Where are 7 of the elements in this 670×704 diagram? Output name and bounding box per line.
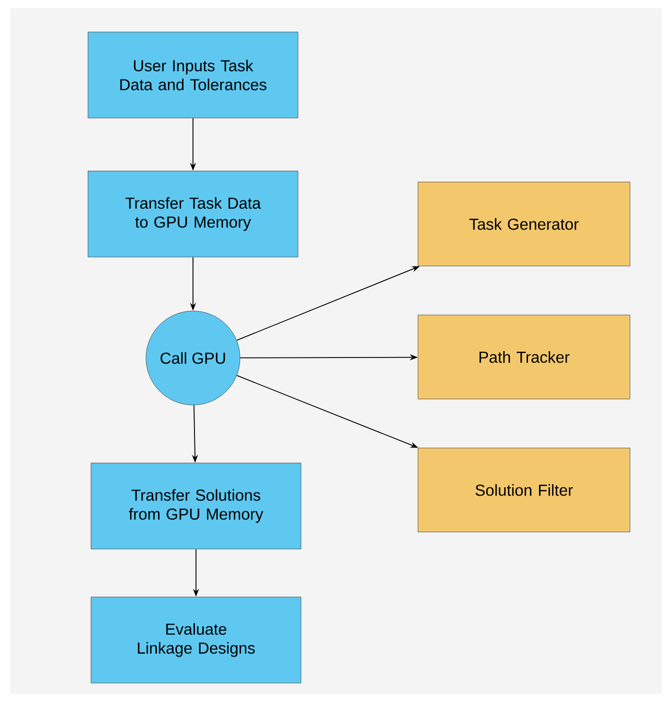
process-box: Evaluate Linkage Designs xyxy=(90,596,302,684)
process-box: Transfer Task Data to GPU Memory xyxy=(88,170,298,258)
module-box: Task Generator xyxy=(418,182,630,266)
module-box: Path Tracker xyxy=(418,314,630,400)
process-box: User Inputs Task Data and Tolerances xyxy=(88,32,298,118)
module-box: Solution Filter xyxy=(418,448,630,532)
process-box: Transfer Solutions from GPU Memory xyxy=(90,462,302,550)
